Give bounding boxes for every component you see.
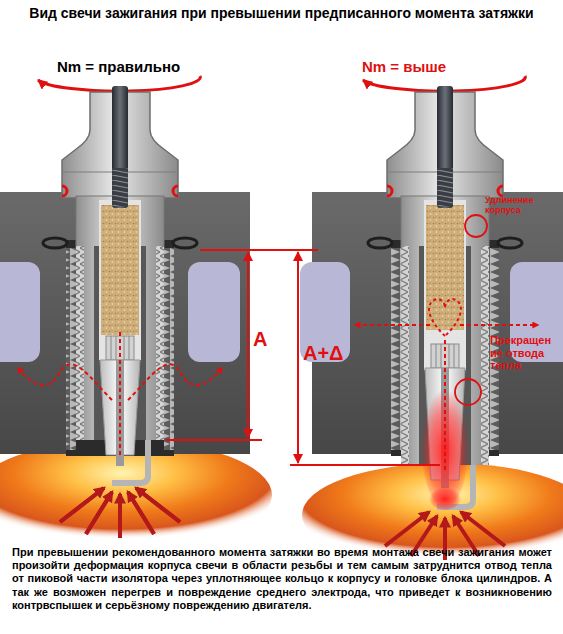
heat-flow (355, 324, 430, 326)
torque-label: Nm = выше (362, 58, 482, 76)
heat-flow (128, 364, 222, 400)
bore-thread (391, 248, 401, 450)
heat-flow (444, 338, 446, 470)
shell-thread (401, 246, 409, 465)
shell-thread (156, 246, 164, 440)
shell-thread (76, 246, 84, 440)
shell-thread (481, 246, 489, 465)
heat-input-arrow (60, 488, 180, 538)
bore-thread (164, 248, 174, 450)
bore-thread (66, 248, 76, 450)
ground-electrode (112, 440, 148, 483)
dimension-extension (200, 249, 318, 251)
heat-input-arrow (461, 512, 505, 546)
insulator (424, 200, 466, 370)
resistor-seal (426, 205, 464, 330)
heat-input-arrow (136, 488, 180, 522)
diagram-caption: При превышении рекомендованного момента … (12, 546, 552, 612)
terminal-rod (112, 86, 128, 208)
dimension-extension (290, 464, 440, 466)
diagram-title: Вид свечи зажигания при превышении предп… (0, 5, 563, 21)
resistor-seal (101, 205, 139, 335)
heat-flow (119, 330, 121, 455)
callout-note: Прекращен ие отвода тепла (490, 334, 558, 372)
heat-input-arrow (118, 494, 122, 538)
dimension-extension (165, 439, 262, 441)
heat-flow (460, 324, 538, 326)
callout-circle (455, 379, 481, 405)
callout-circle (465, 215, 487, 237)
combustion-flame (0, 440, 272, 550)
heat-flow (18, 364, 112, 400)
dimension-label: A (253, 328, 283, 350)
callout-note: Удлинение корпуса (485, 196, 549, 216)
coolant-channel (0, 262, 40, 362)
blocked-heat-flow (429, 299, 461, 336)
overheat-glow (429, 486, 461, 510)
dimension-line (297, 252, 299, 463)
terminal-rod (437, 86, 453, 208)
heat-input-arrow (86, 492, 112, 534)
coolant-channel (188, 262, 240, 362)
dimension-line (247, 252, 249, 438)
torque-label: Nm = правильно (57, 58, 197, 76)
dimension-label: A+Δ (303, 342, 363, 364)
